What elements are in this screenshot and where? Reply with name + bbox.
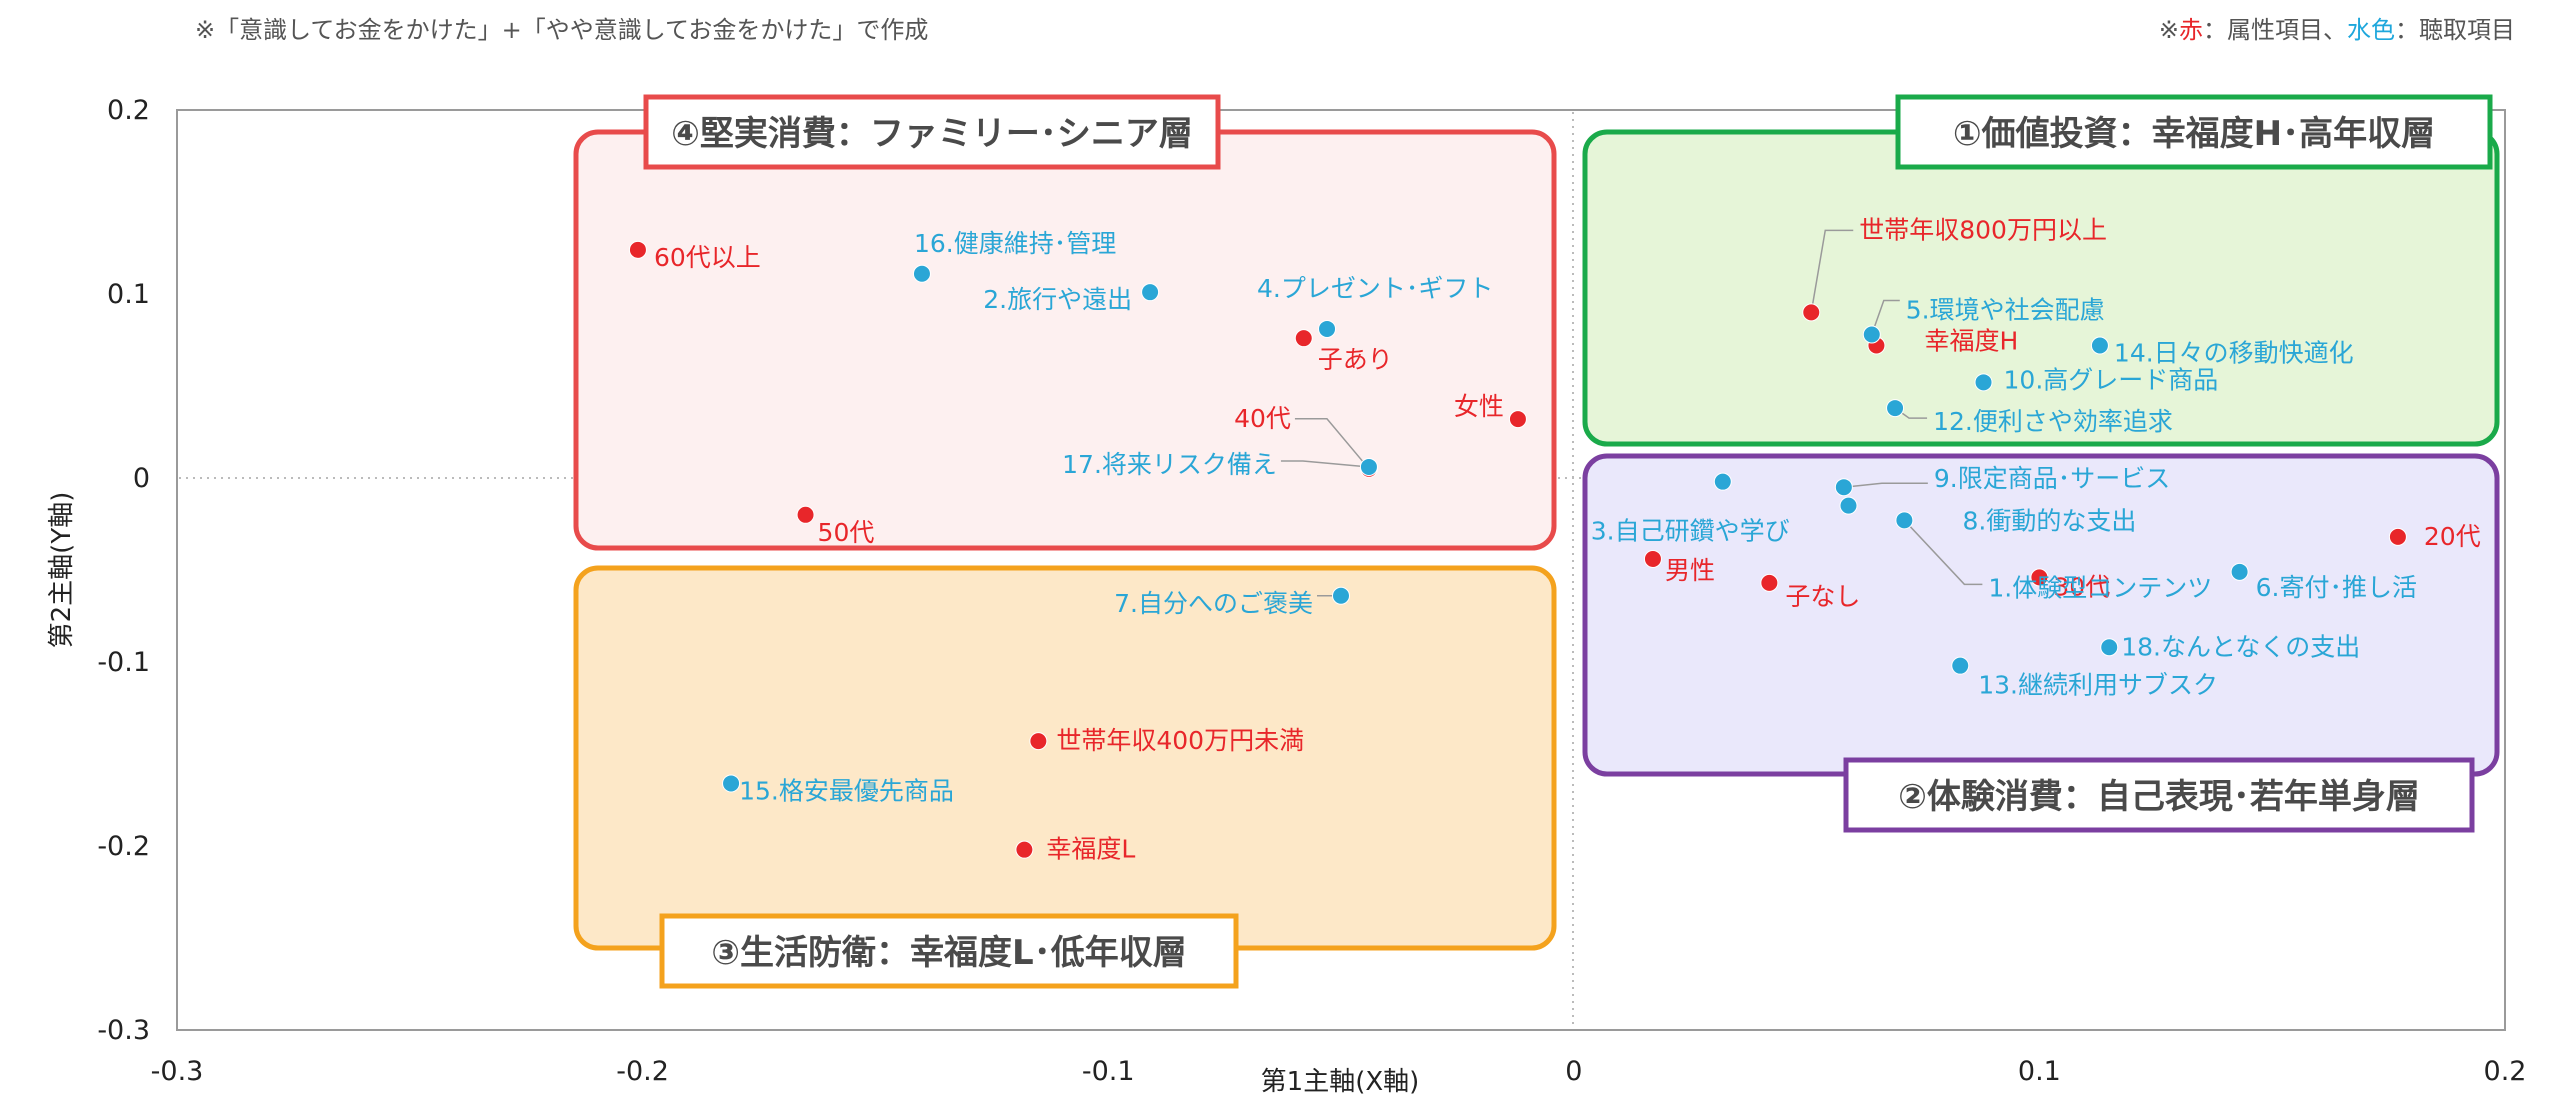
attribute-point — [1029, 732, 1048, 751]
question-point — [2090, 336, 2109, 355]
question-label: 10.高グレード商品 — [2004, 365, 2219, 394]
question-label: 7.自分へのご褒美 — [1114, 589, 1313, 618]
quadrant-tag-4 — [643, 94, 1221, 170]
question-point — [1713, 472, 1732, 491]
attribute-point — [1015, 840, 1034, 859]
legend-attribute-color: 赤 — [2179, 16, 2203, 44]
question-label: 4.プレゼント･ギフト — [1257, 274, 1493, 303]
attribute-point — [2388, 527, 2407, 546]
question-label: 3.自己研鑽や学び — [1591, 517, 1790, 546]
question-point — [1839, 496, 1858, 515]
y-tick-label: -0.1 — [97, 647, 150, 678]
y-tick-label: -0.3 — [97, 1015, 150, 1046]
question-point — [722, 774, 741, 793]
attribute-point — [1760, 573, 1779, 592]
quadrant-box-3 — [573, 565, 1557, 951]
question-point — [1974, 373, 1993, 392]
legend-note-mid: ：属性項目、 — [2203, 16, 2347, 44]
question-label: 13.継続利用サブスク — [1978, 671, 2218, 700]
y-tick-label: 0.2 — [107, 95, 150, 126]
leader-line — [1903, 519, 1983, 586]
attribute-label: 60代以上 — [654, 243, 761, 272]
attribute-point — [2030, 568, 2049, 587]
question-label: 16.健康維持･管理 — [914, 229, 1116, 258]
quadrant-tag-2 — [1843, 757, 2475, 833]
quadrant-title-1: ①価値投資：幸福度H･高年収層 — [1953, 114, 2435, 154]
x-tick-label: 0.1 — [2018, 1056, 2061, 1087]
leader-line — [1294, 418, 1370, 470]
y-axis-title: 第2主軸(Y軸) — [47, 492, 77, 649]
legend-note-suffix: ：聴取項目 — [2395, 16, 2515, 44]
y-tick-label: 0.1 — [107, 279, 150, 310]
attribute-label: 20代 — [2424, 522, 2481, 551]
leader-line — [1871, 299, 1900, 335]
question-label: 15.格安最優先商品 — [739, 776, 954, 805]
question-point — [1332, 586, 1350, 605]
attribute-label: 世帯年収400万円未満 — [1056, 726, 1304, 755]
attribute-label: 30代 — [2053, 572, 2110, 601]
y-tick-label: -0.2 — [97, 831, 150, 862]
x-tick-label: -0.3 — [151, 1056, 204, 1087]
question-point — [1834, 478, 1853, 497]
x-axis-title: 第1主軸(X軸) — [1261, 1067, 1420, 1097]
attribute-label: 幸福度L — [1046, 835, 1135, 864]
attribute-label: 男性 — [1665, 556, 1715, 585]
attribute-label: 40代 — [1234, 404, 1291, 433]
question-label: 2.旅行や遠出 — [983, 285, 1132, 314]
question-label: 5.環境や社会配慮 — [1906, 295, 2105, 324]
question-label: 8.衝動的な支出 — [1963, 507, 2137, 536]
attribute-label: 50代 — [818, 518, 875, 547]
attribute-label: 子あり — [1318, 345, 1393, 374]
x-tick-label: -0.1 — [1082, 1056, 1135, 1087]
question-label: 12.便利さや効率追求 — [1933, 407, 2173, 436]
question-label: 9.限定商品･サービス — [1934, 464, 2170, 493]
attribute-label: 幸福度H — [1924, 327, 2018, 356]
leader-line — [1810, 229, 1854, 313]
question-point — [1359, 457, 1378, 476]
attribute-point — [628, 240, 647, 259]
quadrant-box-1 — [1582, 129, 2500, 447]
question-label: 6.寄付･推し活 — [2256, 573, 2417, 602]
x-tick-label: 0 — [1565, 1056, 1582, 1087]
question-point — [1895, 511, 1914, 530]
question-point — [1318, 319, 1337, 338]
question-point — [1886, 399, 1905, 418]
quadrant-box-2 — [1582, 453, 2500, 777]
quadrant-tag-1 — [1895, 94, 2493, 170]
attribute-point — [1802, 303, 1821, 322]
quadrant-title-3: ③生活防衛：幸福度L･低年収層 — [711, 933, 1186, 973]
chart-note: ※「意識してお金をかけた」+「やや意識してお金をかけた」で作成 — [195, 16, 929, 44]
question-point — [1141, 283, 1160, 302]
legend-note: ※赤：属性項目、水色：聴取項目 — [2159, 10, 2515, 45]
quadrant-title-2: ②体験消費：自己表現･若年単身層 — [1898, 777, 2420, 817]
x-tick-label: 0.2 — [2484, 1056, 2527, 1087]
attribute-label: 女性 — [1454, 392, 1504, 421]
legend-note-prefix: ※ — [2158, 16, 2179, 44]
question-point — [1951, 656, 1970, 675]
quadrant-title-4: ④堅実消費：ファミリー･シニア層 — [671, 114, 1193, 154]
y-tick-label: 0 — [133, 463, 150, 494]
question-point — [2230, 562, 2249, 581]
legend-question-color: 水色 — [2347, 16, 2395, 44]
leader-line — [1843, 482, 1928, 488]
attribute-label: 世帯年収800万円以上 — [1859, 215, 2107, 244]
question-label: 18.なんとなくの支出 — [2121, 632, 2360, 661]
attribute-point — [1643, 549, 1662, 568]
question-point — [2100, 638, 2119, 657]
question-point — [1862, 325, 1881, 344]
leader-line — [1280, 460, 1370, 468]
attribute-point — [796, 505, 815, 524]
attribute-label: 子なし — [1785, 582, 1860, 611]
question-point — [912, 264, 931, 283]
plot-area — [176, 109, 2506, 1031]
question-label: 14.日々の移動快適化 — [2114, 339, 2354, 368]
x-tick-label: -0.2 — [616, 1056, 669, 1087]
quadrant-tag-3 — [659, 913, 1239, 989]
question-label: 1.体験型コンテンツ — [1988, 573, 2212, 602]
attribute-point — [1294, 329, 1313, 348]
question-label: 17.将来リスク備え — [1062, 450, 1277, 479]
quadrant-box-4 — [573, 129, 1557, 551]
attribute-point — [1508, 410, 1527, 429]
